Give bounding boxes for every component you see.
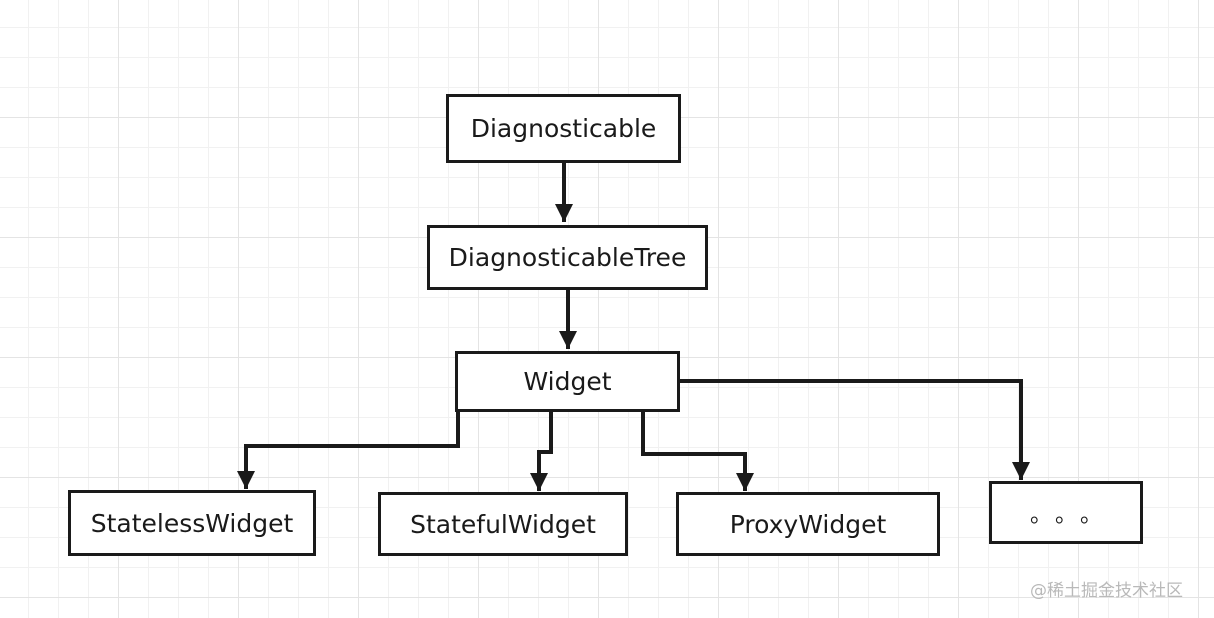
node-label: StatefulWidget [410, 509, 596, 539]
node-label: Diagnosticable [470, 114, 657, 143]
node-proxy-widget: ProxyWidget [676, 492, 940, 556]
edge-widget-to-proxy [641, 410, 754, 491]
node-more: 。。。 [989, 481, 1143, 544]
edge-widget-to-stateful [530, 410, 553, 491]
edge-widget-to-stateless [237, 410, 460, 489]
node-stateless-widget: StatelessWidget [68, 490, 316, 556]
node-label: StatelessWidget [90, 508, 294, 538]
node-label: DiagnosticableTree [448, 243, 687, 272]
node-diagnosticable-tree: DiagnosticableTree [427, 225, 708, 290]
node-widget: Widget [455, 351, 680, 412]
node-diagnosticable: Diagnosticable [446, 94, 681, 163]
node-stateful-widget: StatefulWidget [378, 492, 628, 556]
node-label: ProxyWidget [729, 509, 887, 539]
ellipsis-label: 。。。 [1029, 502, 1116, 528]
node-label: Widget [523, 367, 612, 396]
watermark: @稀土掘金技术社区 [1030, 581, 1183, 601]
edge-widget-to-more [678, 379, 1030, 480]
